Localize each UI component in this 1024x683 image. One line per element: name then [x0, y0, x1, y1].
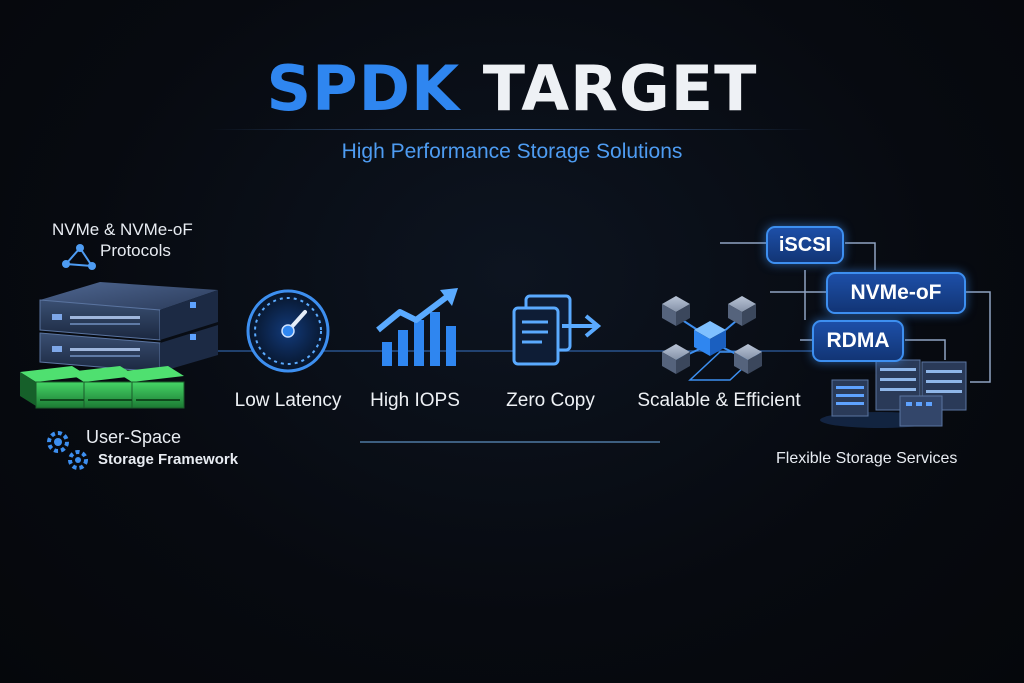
badge-rdma: RDMA [812, 320, 904, 362]
feature-scalable-efficient: Scalable & Efficient [637, 390, 801, 411]
cube-network-icon [662, 296, 762, 381]
feature-zero-copy: Zero Copy [506, 390, 595, 411]
page-title: SPDK TARGET [0, 52, 1024, 125]
bar-chart-growth-icon [376, 288, 458, 366]
title-divider [210, 129, 814, 130]
gears-icon [47, 431, 88, 470]
feature-low-latency: Low Latency [234, 390, 342, 411]
protocols-label-line1: NVMe & NVMe-oF [52, 220, 193, 239]
badge-iscsi: iSCSI [766, 226, 844, 264]
network-icon [62, 244, 96, 270]
speedometer-icon [246, 289, 330, 373]
title-target: TARGET [482, 52, 758, 125]
feature-high-iops: High IOPS [370, 390, 460, 411]
badge-nvme-of: NVMe-oF [826, 272, 966, 314]
server-rack-icon [39, 282, 218, 373]
protocols-label-line2: Protocols [100, 241, 171, 260]
server-cluster-icon [820, 359, 967, 428]
title-spdk: SPDK [266, 52, 461, 125]
framework-label-line1: User-Space [86, 427, 182, 447]
nvme-drives-icon [20, 366, 185, 409]
document-copy-icon [512, 294, 602, 366]
services-label: Flexible Storage Services [776, 450, 958, 467]
framework-label-line2: Storage Framework [98, 451, 239, 468]
subtitle: High Performance Storage Solutions [341, 140, 683, 163]
